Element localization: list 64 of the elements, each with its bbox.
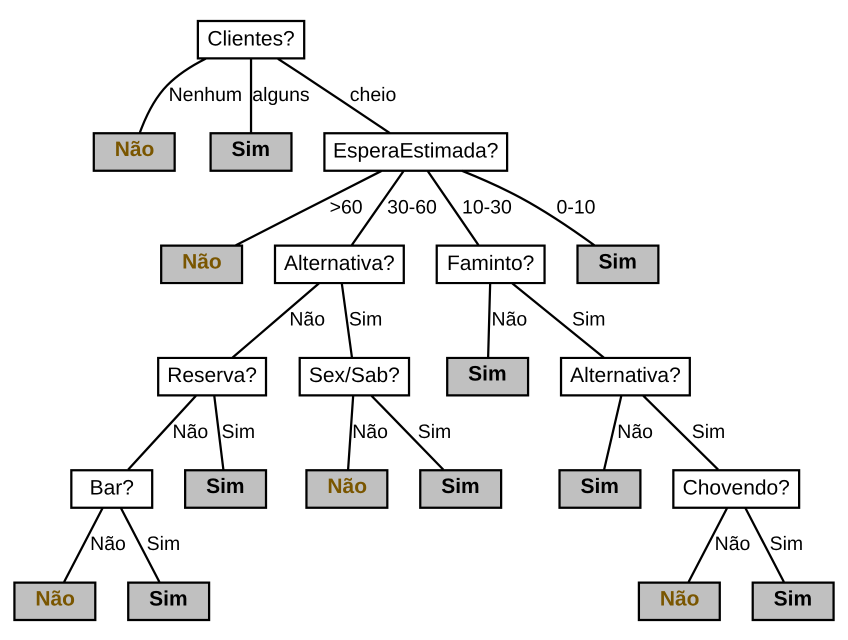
connector	[250, 58, 252, 132]
edge-label: Sim	[146, 532, 180, 555]
connector	[277, 57, 390, 134]
node-box: Não	[92, 132, 176, 172]
edge-label: Nenhum	[168, 83, 242, 106]
connector	[235, 169, 382, 246]
connector	[127, 394, 197, 470]
node-box: Faminto?	[436, 244, 546, 284]
node-box: Sim	[446, 356, 530, 396]
node-box: Não	[13, 580, 96, 621]
node-box: Não	[305, 468, 388, 508]
node-box: Sex/Sab?	[298, 356, 410, 396]
node-box: Alternativa?	[560, 356, 691, 396]
edge-label: 0-10	[556, 196, 596, 218]
node-box: Sim	[127, 580, 210, 621]
node-box: Sim	[558, 468, 642, 508]
node-box: Reserva?	[157, 356, 268, 396]
edge-label: Sim	[692, 420, 726, 442]
edge-label: Não	[492, 308, 528, 330]
node-box: Sim	[184, 468, 268, 508]
edge-label: 10-30	[462, 196, 512, 218]
connector	[512, 282, 605, 358]
edge-label: Sim	[418, 420, 452, 442]
connector	[462, 169, 596, 246]
edge-label: Não	[352, 420, 388, 442]
node-box: Chovendo?	[672, 468, 800, 508]
edge-label: Não	[172, 420, 208, 442]
connector	[138, 57, 206, 134]
edge-label: Não	[617, 420, 653, 442]
edge-label: Não	[714, 532, 750, 555]
edge-label: Sim	[770, 532, 804, 555]
connector	[487, 282, 492, 357]
node-box: Sim	[209, 132, 293, 172]
connector	[63, 507, 104, 582]
edge-label: Não	[90, 532, 126, 555]
edge-label: alguns	[252, 83, 310, 106]
connector	[642, 394, 719, 470]
connector	[688, 507, 728, 582]
node-box: Não	[638, 580, 721, 621]
node-box: Não	[160, 244, 244, 284]
connector	[120, 507, 160, 582]
edge-label: Sim	[222, 420, 256, 442]
connector	[744, 507, 785, 582]
edge-label: 30-60	[387, 196, 437, 218]
node-box: Alternativa?	[274, 244, 405, 284]
connector	[350, 170, 404, 246]
connector	[213, 395, 224, 470]
connector	[426, 170, 480, 246]
node-box: Sim	[419, 468, 502, 508]
edge-label: Sim	[572, 308, 606, 330]
connector	[346, 395, 354, 470]
node-box: Bar?	[70, 468, 154, 508]
node-box: Sim	[752, 580, 835, 621]
edge-label: Não	[289, 308, 326, 330]
node-box: Clientes?	[196, 19, 306, 60]
edge-label: >60	[330, 196, 363, 218]
node-box: Sim	[576, 244, 660, 284]
connector	[370, 394, 444, 470]
node-box: EsperaEstimada?	[323, 132, 508, 172]
connector	[340, 282, 354, 357]
edge-label: Sim	[348, 308, 382, 330]
connector	[232, 282, 320, 358]
edge-label: cheio	[350, 83, 396, 106]
connector	[603, 394, 622, 470]
